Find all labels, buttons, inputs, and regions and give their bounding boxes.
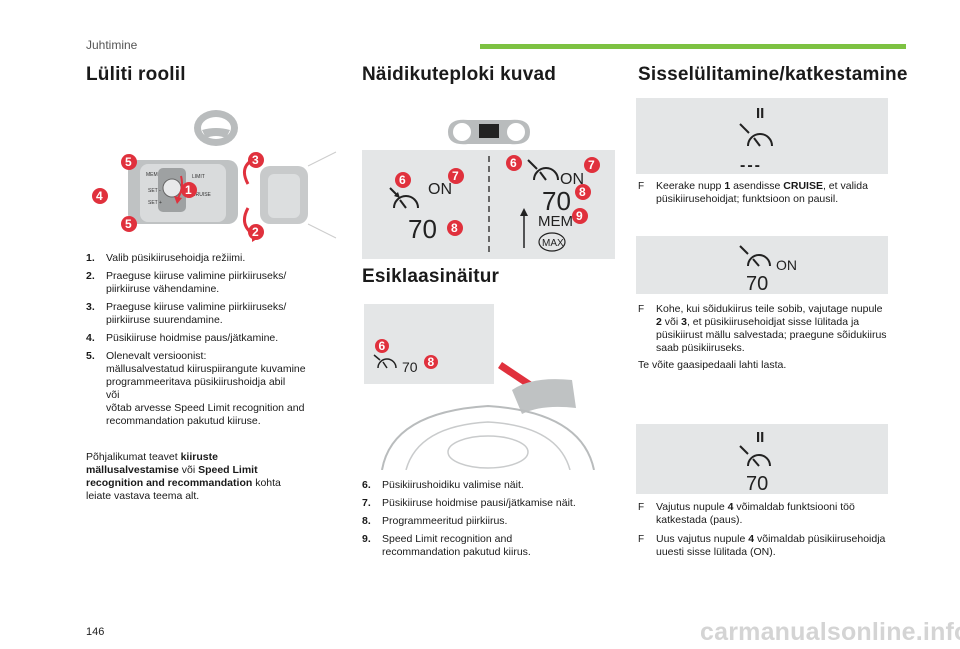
left-on-label: ON bbox=[428, 181, 452, 198]
callout-7-right: 7 bbox=[588, 158, 595, 172]
list-item: 1.Valib püsikiirusehoidja režiimi. bbox=[86, 252, 246, 264]
steering-wheel-icon bbox=[194, 110, 238, 146]
speedometer-icon-left bbox=[389, 187, 419, 209]
callout-1: 1 bbox=[185, 183, 192, 197]
watermark: carmanualsonline.info bbox=[700, 618, 960, 646]
list-item: 2.Praeguse kiiruse valimine piirkiirusek… bbox=[86, 270, 287, 295]
list-item: 8.Programmeeritud piirkiirus. bbox=[362, 515, 508, 527]
screen-divider bbox=[488, 156, 490, 252]
col3-title: Sisselülitamine/katkestamine bbox=[638, 64, 908, 85]
callout-3: 3 bbox=[252, 153, 259, 167]
speedometer-icon-right bbox=[527, 159, 559, 181]
lever-label-mem-top: MEM bbox=[146, 172, 158, 178]
callout-4: 4 bbox=[96, 189, 103, 203]
bullet-activate: F Kohe, kui sõidukiirus teile sobib, vaj… bbox=[638, 303, 887, 354]
col2-title: Näidikuteploki kuvad bbox=[362, 64, 557, 85]
col2-list: 6.Püsikiirushoidiku valimise näit. 7.Püs… bbox=[362, 479, 617, 564]
screen2-speed: 70 bbox=[746, 273, 768, 294]
callout-2: 2 bbox=[252, 225, 259, 239]
callout-8-left: 8 bbox=[451, 221, 458, 235]
hud-speed: 70 bbox=[402, 359, 418, 375]
list-item: 4.Püsikiiruse hoidmise paus/jätkamine. bbox=[86, 332, 279, 344]
speedometer-icon bbox=[747, 133, 773, 147]
page-number: 146 bbox=[86, 626, 105, 638]
bullet-select-cruise: F Keerake nupp 1 asendisse CRUISE, et va… bbox=[638, 180, 868, 205]
callout-5-bottom: 5 bbox=[125, 217, 132, 231]
cluster-screen-graphics: ON 70 6 7 8 ON 70 MEM MAX 6 7 8 9 bbox=[389, 155, 600, 252]
section-label: Juhtimine bbox=[86, 38, 138, 52]
callout-6-left: 6 bbox=[399, 173, 406, 187]
right-mem-label: MEM bbox=[538, 213, 573, 230]
callout-6-hud: 6 bbox=[379, 339, 386, 353]
callout-9-right: 9 bbox=[576, 209, 583, 223]
screen-cruise-on bbox=[636, 236, 888, 294]
lever-label-limit: LIMIT bbox=[192, 174, 205, 180]
more-info-paragraph: Põhjalikumat teavet kiiruste mällusalves… bbox=[86, 451, 281, 502]
callout-8-right: 8 bbox=[579, 185, 586, 199]
callout-8-hud: 8 bbox=[428, 355, 435, 369]
lever-label-cruise: CRUISE bbox=[192, 192, 212, 198]
speed-dashes: --- bbox=[740, 157, 762, 174]
right-on-label: ON bbox=[560, 171, 584, 188]
screen2-graphics: ON 70 bbox=[739, 245, 797, 294]
on-label: ON bbox=[776, 257, 797, 273]
callout-5-top: 5 bbox=[125, 155, 132, 169]
left-speed: 70 bbox=[408, 214, 437, 244]
bullet-pause: F Vajutus nupule 4 võimaldab funktsiooni… bbox=[638, 501, 855, 526]
right-speed: 70 bbox=[542, 186, 571, 216]
stalk-callouts: 5 3 1 4 5 2 bbox=[92, 152, 264, 240]
pause-indicator: II bbox=[756, 105, 764, 122]
screen-cruise-paused-speed bbox=[636, 424, 888, 494]
col1-title: Lüliti roolil bbox=[86, 64, 186, 85]
note-release-pedal: Te võite gaasipedaali lahti lasta. bbox=[638, 359, 787, 371]
list-item: 3.Praeguse kiiruse valimine piirkiirusek… bbox=[86, 301, 287, 326]
list-item: 7.Püsikiiruse hoidmise pausi/jätkamise n… bbox=[362, 497, 576, 509]
callout-7-left: 7 bbox=[452, 169, 459, 183]
list-item: 6.Püsikiirushoidiku valimise näit. bbox=[362, 479, 524, 491]
lever-label-set-plus: SET + bbox=[148, 200, 162, 206]
hud-title: Esiklaasinäitur bbox=[362, 266, 500, 287]
list-item: 9.Speed Limit recognition and recommanda… bbox=[362, 533, 531, 558]
hud-figure: 70 6 8 bbox=[364, 304, 595, 470]
screen1-graphics: II --- bbox=[739, 105, 773, 174]
section-accent-bar bbox=[480, 44, 906, 49]
screen3-graphics: II 70 bbox=[739, 429, 771, 494]
screen3-speed: 70 bbox=[746, 473, 768, 494]
col1-list: 1.Valib püsikiirusehoidja režiimi. 2.Pra… bbox=[86, 252, 346, 433]
right-max-label: MAX bbox=[542, 238, 564, 249]
lever-label-set-minus: SET - bbox=[148, 188, 161, 194]
pause-indicator-2: II bbox=[756, 429, 764, 446]
callout-6-right: 6 bbox=[510, 156, 517, 170]
instrument-cluster-icon bbox=[448, 119, 530, 145]
screen-cruise-paused bbox=[636, 98, 888, 174]
list-item: 5.Olenevalt versioonist: mällusalvestatu… bbox=[86, 350, 306, 427]
bullet-resume: F Uus vajutus nupule 4 võimaldab püsikii… bbox=[638, 533, 886, 558]
